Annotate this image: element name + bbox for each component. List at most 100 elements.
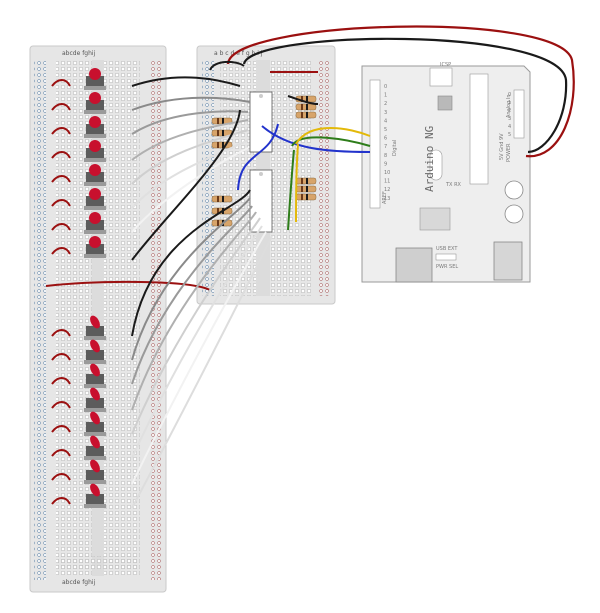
resistor bbox=[295, 103, 317, 111]
analog-pin-label: 5 bbox=[508, 132, 511, 138]
switch-cap bbox=[90, 339, 100, 353]
switch-leg bbox=[84, 432, 106, 436]
button-leg bbox=[84, 206, 106, 210]
tilt-switch bbox=[51, 339, 106, 364]
signal-wire bbox=[131, 76, 241, 87]
reset-button[interactable] bbox=[437, 95, 453, 111]
button-leg bbox=[84, 254, 106, 258]
resistor-band bbox=[301, 194, 303, 200]
button-body bbox=[86, 196, 104, 208]
button-leg bbox=[84, 110, 106, 114]
switch-leg bbox=[84, 336, 106, 340]
resistor-band bbox=[301, 112, 303, 118]
digital-pin-label: 11 bbox=[384, 179, 390, 185]
resistor-band bbox=[217, 208, 219, 214]
button-body bbox=[86, 76, 104, 88]
digital-pin-label: 13 bbox=[384, 196, 390, 202]
resistor-band bbox=[222, 130, 224, 136]
digital-pin-label: 8 bbox=[384, 153, 387, 159]
button-body bbox=[86, 148, 104, 160]
signal-wire bbox=[131, 189, 251, 337]
tilt-switch bbox=[51, 411, 106, 436]
tilt-switch bbox=[51, 363, 106, 388]
wire-gnd-black bbox=[242, 37, 568, 154]
button-leg bbox=[84, 182, 106, 186]
analog-pin-label: 4 bbox=[508, 124, 511, 130]
digital-pin-label: 9 bbox=[384, 161, 387, 167]
resistor-band bbox=[217, 220, 219, 226]
resistor-band bbox=[301, 186, 303, 192]
digital-pin-label: 4 bbox=[384, 118, 387, 124]
switch-body bbox=[86, 326, 104, 338]
digital-pin-label: 5 bbox=[384, 127, 387, 133]
button-leg bbox=[84, 134, 106, 138]
power-jack bbox=[493, 241, 523, 281]
switch-cap bbox=[90, 411, 100, 425]
resistor bbox=[295, 177, 317, 185]
digital-pin-label: 1 bbox=[384, 93, 387, 99]
crystal bbox=[429, 149, 443, 181]
pushbutton-group bbox=[51, 68, 106, 258]
pulldown-wire bbox=[51, 353, 71, 361]
pulldown-wire bbox=[51, 151, 71, 159]
resistor-band bbox=[306, 96, 308, 102]
tilt-switch bbox=[51, 459, 106, 484]
switch-body bbox=[86, 422, 104, 434]
button-cap bbox=[89, 164, 101, 176]
resistor-band bbox=[306, 178, 308, 184]
signal-wire bbox=[131, 109, 241, 261]
signal-wire bbox=[131, 217, 261, 435]
wire-latch-yellow bbox=[295, 127, 371, 145]
tilt-switch bbox=[51, 483, 106, 508]
button-body bbox=[86, 244, 104, 256]
switch-body bbox=[86, 494, 104, 506]
switch-cap bbox=[90, 459, 100, 473]
pushbutton bbox=[51, 68, 106, 90]
button-cap bbox=[89, 116, 101, 128]
tilt-switch bbox=[51, 315, 106, 340]
pwr-jumper[interactable] bbox=[435, 253, 457, 261]
pulldown-wire bbox=[51, 449, 71, 457]
switch-cap bbox=[90, 315, 100, 329]
resistor bbox=[295, 193, 317, 201]
button-leg bbox=[84, 230, 106, 234]
digital-label: Digital bbox=[392, 140, 398, 156]
button-cap bbox=[89, 68, 101, 80]
button-cap bbox=[89, 188, 101, 200]
pushbutton bbox=[51, 188, 106, 210]
button-body bbox=[86, 100, 104, 112]
digital-pin-label: 12 bbox=[384, 187, 390, 193]
pushbutton bbox=[51, 116, 106, 138]
jumper-labels: USB EXT bbox=[436, 246, 458, 252]
left-breadboard-bottom-labels: abcde fghij bbox=[62, 579, 96, 586]
resistor-band bbox=[217, 118, 219, 124]
signal-wire bbox=[131, 96, 251, 111]
pushbutton bbox=[51, 236, 106, 258]
analog-pin-label: 2 bbox=[508, 108, 511, 114]
shift-register-1 bbox=[249, 91, 273, 153]
button-cap bbox=[89, 212, 101, 224]
button-cap bbox=[89, 140, 101, 152]
button-body bbox=[86, 220, 104, 232]
analog-pin-label: 1 bbox=[508, 100, 511, 106]
digital-pin-label: 6 bbox=[384, 136, 387, 142]
signal-wire bbox=[131, 205, 253, 385]
voltage-regulator bbox=[419, 207, 451, 231]
digital-header bbox=[369, 79, 381, 209]
resistor-band bbox=[222, 118, 224, 124]
pushbutton bbox=[51, 164, 106, 186]
switch-body bbox=[86, 350, 104, 362]
resistor-band bbox=[306, 194, 308, 200]
pulldown-wire bbox=[51, 377, 71, 385]
button-leg bbox=[84, 86, 106, 90]
tilt-switch bbox=[51, 435, 106, 460]
button-cap bbox=[89, 92, 101, 104]
resistor-band bbox=[306, 186, 308, 192]
resistor bbox=[295, 111, 317, 119]
pulldown-wire bbox=[51, 497, 71, 505]
tx-rx-label: TX RX bbox=[445, 182, 462, 188]
resistor-band bbox=[222, 196, 224, 202]
switch-cap bbox=[90, 387, 100, 401]
wire-5v-red bbox=[226, 25, 575, 158]
